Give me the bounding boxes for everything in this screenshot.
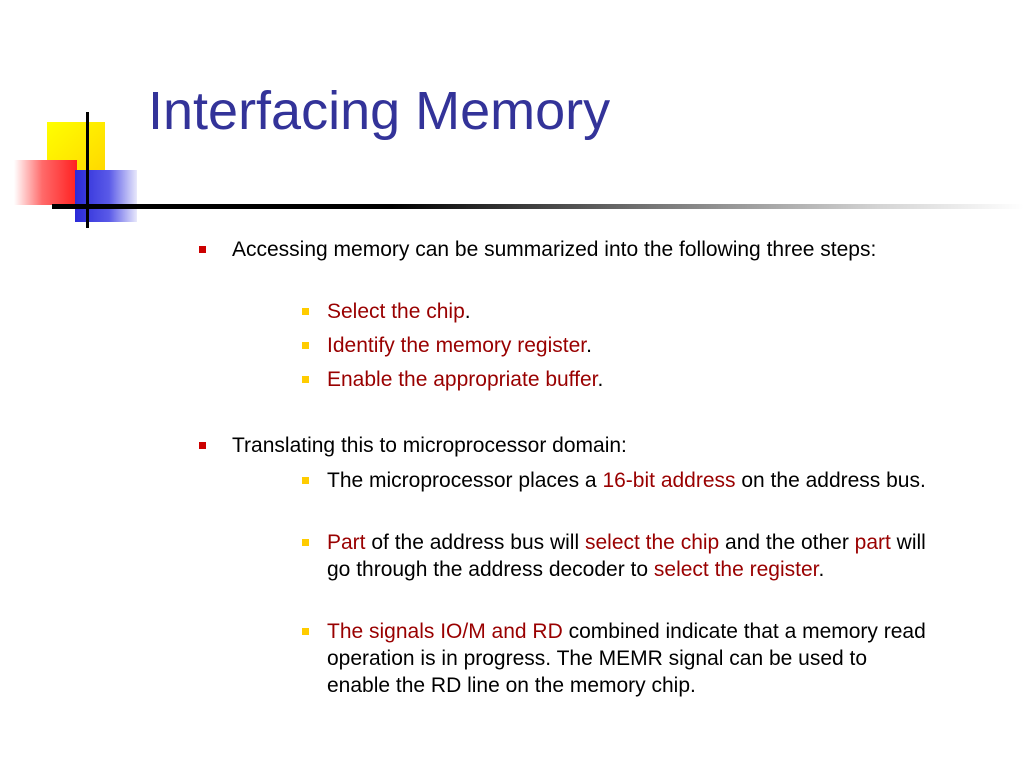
logo-red-square <box>14 160 77 205</box>
sub-bullet-square-icon <box>302 628 309 635</box>
plain-text: . <box>586 334 592 357</box>
bullet-square-icon <box>199 246 206 253</box>
highlight-text: select the register <box>653 558 819 581</box>
sub-bullet-square-icon <box>302 308 309 315</box>
bullet-translating: Translating this to microprocessor domai… <box>199 432 972 459</box>
highlight-text: Part <box>327 531 366 554</box>
title-rule <box>52 204 1024 209</box>
plain-text: combined indicate that a memory read ope… <box>327 620 926 697</box>
sub-bullet-square-icon <box>302 477 309 484</box>
sub-bullet-part-address-bus: Part of the address bus will select the … <box>302 529 927 583</box>
logo-vertical-line <box>86 112 89 228</box>
plain-text: will go through the address decoder to <box>327 531 926 581</box>
slide-title: Interfacing Memory <box>148 81 611 141</box>
plain-text: and the other <box>719 531 855 554</box>
plain-text: on the address bus. <box>735 469 926 492</box>
sub-bullet-16bit-address: The microprocessor places a 16-bit addre… <box>302 467 927 494</box>
bullet-accessing-memory: Accessing memory can be summarized into … <box>199 236 972 263</box>
bullet-text: Translating this to microprocessor domai… <box>232 434 627 457</box>
bullet-text: Accessing memory can be summarized into … <box>232 238 877 261</box>
sub-bullet-enable-buffer: Enable the appropriate buffer. <box>302 366 927 393</box>
plain-text: The microprocessor places a <box>327 469 603 492</box>
bullet-square-icon <box>199 442 206 449</box>
highlight-text: Identify the memory register <box>327 334 587 357</box>
sub-bullet-identify-register: Identify the memory register. <box>302 332 927 359</box>
logo-blue-square <box>75 170 137 222</box>
sub-bullet-signals: The signals IO/M and RD combined indicat… <box>302 618 927 699</box>
highlight-text: 16-bit address <box>602 469 736 492</box>
sub-bullet-square-icon <box>302 376 309 383</box>
sub-bullet-square-icon <box>302 342 309 349</box>
plain-text: . <box>464 300 471 323</box>
highlight-text: Select the chip <box>327 300 465 323</box>
highlight-text: part <box>854 531 891 554</box>
highlight-text: Enable the appropriate buffer <box>327 368 598 391</box>
highlight-text: select the chip <box>584 531 720 554</box>
sub-bullet-square-icon <box>302 539 309 546</box>
sub-bullet-select-chip: Select the chip. <box>302 298 927 325</box>
plain-text: of the address bus will <box>365 531 585 554</box>
highlight-text: The signals IO/M and RD <box>327 620 563 643</box>
plain-text: . <box>597 368 604 391</box>
plain-text: . <box>818 558 825 581</box>
